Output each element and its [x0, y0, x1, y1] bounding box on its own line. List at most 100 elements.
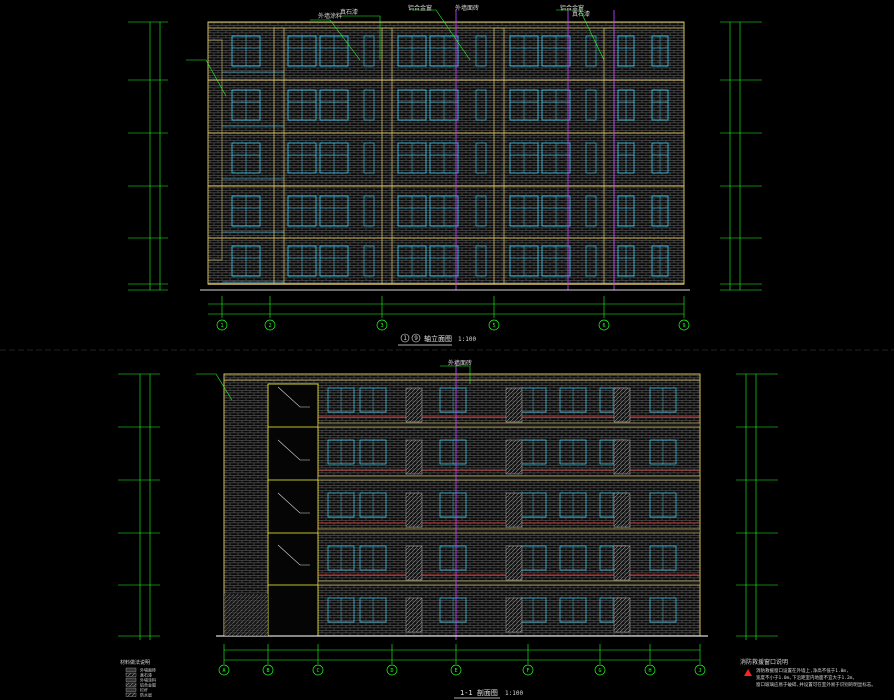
section-dimensions-left [118, 373, 160, 640]
legend-swatch [125, 667, 137, 672]
elevation-annotation: 真石漆 [572, 10, 590, 18]
elevation-window [585, 245, 597, 277]
elevation-window [585, 35, 597, 67]
section-column [405, 492, 423, 528]
legend-item: 栏杆 [140, 687, 148, 693]
section-axis-label: G [598, 668, 601, 674]
elevation-window [509, 245, 539, 277]
section-column [505, 387, 523, 423]
legend-swatch [125, 682, 137, 687]
elevation-window [651, 142, 669, 174]
elevation-window [231, 89, 261, 121]
fire-rescue-notes: 消防救援窗口说明 消防救援窗口设置在外墙上,净高不低于1.0m, 宽度不小于1.… [740, 658, 876, 688]
elevation-window [585, 142, 597, 174]
section-axis-label: J [698, 668, 701, 674]
section-axis-label: F [526, 668, 529, 674]
elevation-window [319, 245, 349, 277]
elevation-scale: 1:100 [458, 336, 476, 343]
elevation-windows [222, 35, 669, 283]
elevation-axis-label: 3 [380, 323, 383, 329]
section-annotation: 外墙面砖 [448, 359, 472, 367]
elevation-drawing: 外墙涂料 真石漆 铝合金窗 外墙面砖 铝合金窗 真石漆 [128, 4, 762, 346]
section-axis-label: C [316, 668, 319, 674]
elevation-pilasters [273, 27, 615, 285]
elevation-annotation: 铝合金窗 [560, 4, 584, 12]
section-slab [317, 475, 701, 481]
elevation-axis-lines [455, 10, 615, 290]
section-column [505, 545, 523, 581]
section-floor-slabs [268, 386, 701, 633]
legend-heading: 材料做法说明 [120, 659, 150, 666]
legend-item: 外墙涂料 [140, 677, 156, 683]
elevation-window [397, 89, 427, 121]
section-axis-bubbles [218, 664, 706, 676]
section-column [505, 597, 523, 633]
section-column [613, 492, 631, 528]
section-title-block: 1-1 剖面图 1:100 [454, 688, 523, 699]
section-axis-label: B [266, 668, 269, 674]
section-scale: 1:100 [505, 690, 523, 697]
elevation-dimensions-right [720, 21, 762, 291]
elevation-window [541, 89, 571, 121]
section-column [505, 492, 523, 528]
legend-item: 真石漆 [140, 672, 152, 678]
section-dimensions-right [736, 373, 778, 640]
elevation-window [585, 195, 597, 227]
elevation-window [363, 89, 375, 121]
elevation-leader-lines [186, 9, 605, 97]
section-slab [317, 528, 701, 534]
elevation-window [509, 89, 539, 121]
notes-heading: 消防救援窗口说明 [740, 658, 788, 666]
elevation-window [429, 35, 459, 67]
elevation-window [397, 142, 427, 174]
notes-line: 消防救援窗口设置在外墙上,净高不低于1.0m, [756, 667, 849, 674]
elevation-window [231, 35, 261, 67]
elevation-window [287, 35, 317, 67]
section-axis-label: H [648, 668, 651, 674]
section-column [405, 387, 423, 423]
elevation-window [363, 142, 375, 174]
section-title: 1-1 剖面图 [460, 688, 498, 697]
elevation-axis-bubbles [216, 319, 690, 331]
section-column [405, 545, 423, 581]
elevation-window [231, 195, 261, 227]
elevation-window [231, 245, 261, 277]
elevation-title-circle-b: 9 [414, 335, 418, 342]
elevation-window [319, 35, 349, 67]
elevation-facade [207, 21, 685, 285]
elevation-window [541, 142, 571, 174]
elevation-window [363, 35, 375, 67]
elevation-window [541, 245, 571, 277]
legend-swatch [125, 672, 137, 677]
elevation-window [651, 89, 669, 121]
elevation-window [651, 35, 669, 67]
elevation-window [397, 195, 427, 227]
legend-swatch [125, 687, 137, 692]
elevation-window [475, 35, 487, 67]
elevation-window [651, 195, 669, 227]
elevation-window [651, 245, 669, 277]
elevation-dimensions-left [128, 21, 168, 291]
elevation-window [429, 245, 459, 277]
notes-line: 宽度不小于1.0m,下沿距室内地面不宜大于1.2m, [756, 674, 855, 681]
notes-line: 窗口玻璃应易于破碎,并设置可在室外易于识别的明显标志。 [756, 681, 876, 688]
section-leader-lines [196, 365, 471, 401]
elevation-annotation: 铝合金窗 [408, 4, 432, 12]
elevation-window [363, 195, 375, 227]
elevation-window [509, 195, 539, 227]
elevation-axis-label: 2 [268, 323, 271, 329]
legend-item: 外墙面砖 [140, 667, 156, 673]
elevation-window [231, 142, 261, 174]
section-axis-label: A [222, 668, 225, 674]
elevation-window [475, 89, 487, 121]
section-drawing: 外墙面砖 [118, 359, 778, 699]
section-axis-label: D [390, 668, 393, 674]
elevation-window [319, 89, 349, 121]
section-stair-block [267, 383, 319, 637]
elevation-window [287, 195, 317, 227]
section-slab [317, 422, 701, 428]
elevation-window [617, 245, 635, 277]
elevation-window [541, 195, 571, 227]
